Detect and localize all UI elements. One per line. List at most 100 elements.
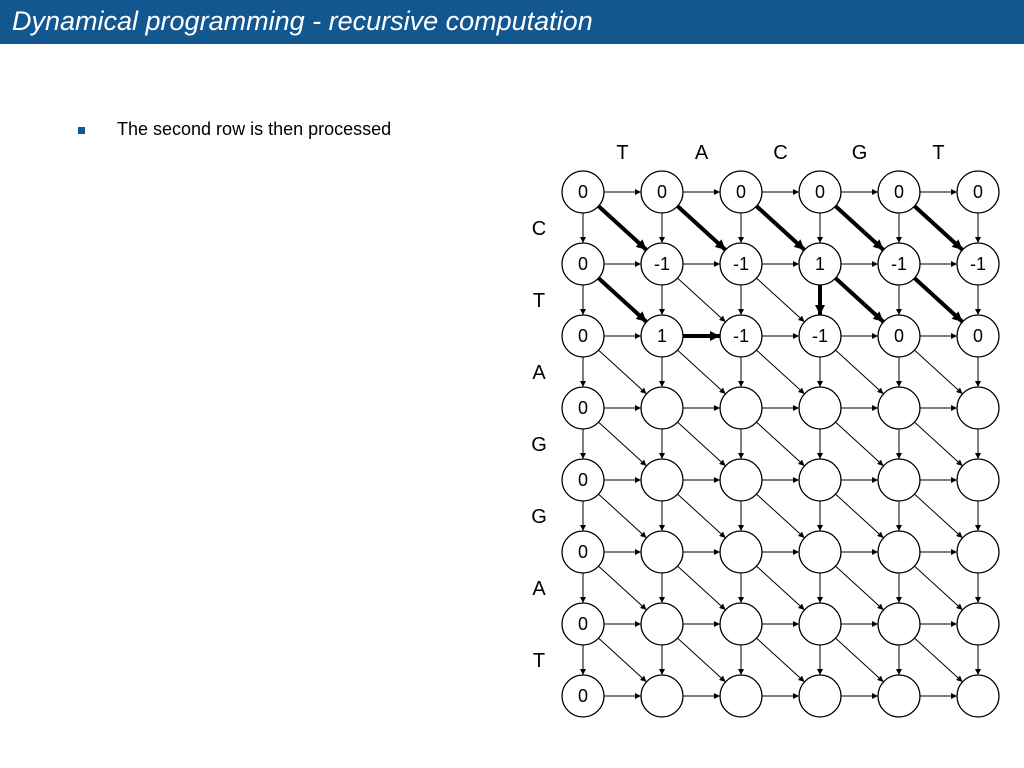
grid-node — [798, 386, 842, 430]
grid-node — [877, 170, 921, 214]
row-letter: C — [532, 218, 546, 240]
column-letter: A — [695, 142, 709, 164]
diagonal-arrow — [677, 493, 726, 539]
diagonal-arrow — [677, 565, 726, 611]
cell-value: 0 — [578, 686, 588, 706]
diagonal-arrow — [597, 204, 648, 252]
cell-value: -1 — [733, 326, 749, 346]
grid-node — [956, 674, 1000, 718]
cell-value: 0 — [973, 182, 983, 202]
diagonal-arrow — [755, 204, 806, 252]
grid-node — [561, 386, 605, 430]
cell-value: 0 — [578, 614, 588, 634]
grid-node — [719, 458, 763, 502]
diagonal-arrow — [834, 204, 885, 252]
cell-value: 1 — [815, 254, 825, 274]
row-letter: A — [532, 578, 546, 600]
cell-value: 0 — [578, 542, 588, 562]
grid-node — [561, 458, 605, 502]
grid-node — [877, 458, 921, 502]
diagonal-arrow — [914, 565, 963, 611]
cell-value: 0 — [578, 326, 588, 346]
cell-value: 0 — [973, 326, 983, 346]
diagonal-arrow — [914, 349, 963, 395]
grid-node — [798, 530, 842, 574]
title-bar: Dynamical programming - recursive comput… — [0, 0, 1024, 44]
cell-value: 1 — [657, 326, 667, 346]
grid-node — [956, 242, 1000, 286]
cell-value: -1 — [733, 254, 749, 274]
grid-node — [640, 674, 684, 718]
grid-node — [798, 242, 842, 286]
column-letter: C — [773, 142, 787, 164]
diagonal-arrow — [913, 276, 964, 324]
grid-node — [956, 530, 1000, 574]
row-letter: T — [533, 290, 545, 312]
cell-value: -1 — [812, 326, 828, 346]
cell-value: 0 — [815, 182, 825, 202]
diagonal-arrow — [677, 421, 726, 467]
diagonal-arrow — [676, 204, 727, 252]
grid-node — [956, 170, 1000, 214]
grid-node — [956, 458, 1000, 502]
grid-node — [877, 386, 921, 430]
grid-node — [956, 386, 1000, 430]
grid-node — [719, 386, 763, 430]
grid-node — [640, 458, 684, 502]
grid-node — [640, 530, 684, 574]
grid-node — [877, 530, 921, 574]
diagonal-arrow — [914, 493, 963, 539]
cell-value: 0 — [578, 254, 588, 274]
cell-value: -1 — [654, 254, 670, 274]
diagonal-arrow — [835, 637, 884, 683]
row-letter: T — [533, 650, 545, 672]
grid-node — [719, 242, 763, 286]
grid-node — [798, 170, 842, 214]
grid-node — [877, 602, 921, 646]
cell-value: -1 — [891, 254, 907, 274]
grid-node — [798, 458, 842, 502]
grid-node — [877, 242, 921, 286]
diagonal-arrow — [835, 349, 884, 395]
page-title: Dynamical programming - recursive comput… — [12, 6, 593, 36]
grid-node — [956, 314, 1000, 358]
diagonal-arrow — [756, 637, 805, 683]
diagonal-arrow — [598, 349, 647, 395]
diagonal-arrow — [835, 565, 884, 611]
diagonal-arrow — [677, 277, 726, 323]
grid-node — [956, 602, 1000, 646]
grid-node — [640, 242, 684, 286]
diagonal-arrow — [914, 637, 963, 683]
row-letter: G — [531, 434, 547, 456]
column-letter: G — [852, 142, 868, 164]
grid-node — [561, 530, 605, 574]
diagonal-arrow — [835, 493, 884, 539]
grid-node — [798, 602, 842, 646]
grid-node — [877, 674, 921, 718]
grid-node — [640, 314, 684, 358]
grid-node — [719, 530, 763, 574]
grid-node — [719, 314, 763, 358]
grid-node — [640, 386, 684, 430]
cell-value: -1 — [970, 254, 986, 274]
diagonal-arrow — [756, 349, 805, 395]
cell-value: 0 — [657, 182, 667, 202]
cell-value: 0 — [736, 182, 746, 202]
grid-node — [798, 314, 842, 358]
cell-value: 0 — [894, 182, 904, 202]
bullet-text: The second row is then processed — [117, 119, 392, 139]
diagonal-arrow — [835, 421, 884, 467]
cell-value: 0 — [894, 326, 904, 346]
grid-node — [561, 314, 605, 358]
diagonal-arrow — [598, 565, 647, 611]
grid-node — [798, 674, 842, 718]
diagonal-arrow — [914, 421, 963, 467]
grid-node — [719, 602, 763, 646]
grid-node — [561, 674, 605, 718]
grid-node — [561, 602, 605, 646]
cell-value: 0 — [578, 398, 588, 418]
diagonal-arrow — [677, 637, 726, 683]
grid-node — [719, 170, 763, 214]
diagonal-arrow — [597, 276, 648, 324]
diagonal-arrow — [756, 277, 805, 323]
